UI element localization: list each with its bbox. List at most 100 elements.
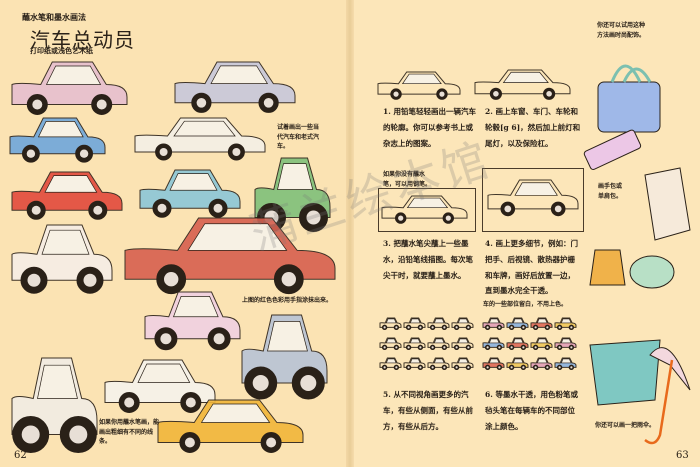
caption-dip-pen: 如果你用蘸水笔画，能画出粗细有不同的线条。 (99, 419, 160, 446)
small-car-b-1-0-window (488, 338, 500, 344)
small-car-a-1-0-window (385, 338, 397, 344)
car-sketch-8-hub-1 (83, 273, 97, 287)
small-car-b-2-0-window (488, 358, 500, 364)
small-car-b-2-3-window (560, 358, 572, 364)
car-sketch-4-window (173, 120, 236, 137)
small-car-a-2-2-window (433, 358, 445, 364)
step-car-outline-2-window (502, 71, 549, 83)
step-3: 3. 把蘸水笔尖蘸上一些墨水，沿铅笔线描图。每次笔尖干时，就要蘸上墨水。 (383, 239, 473, 280)
step-car-outline-1-hub-1 (439, 91, 445, 97)
caption-cars: 试着画出一些当代汽车和老式汽车。 (277, 124, 320, 151)
small-car-a-2-0 (379, 357, 402, 368)
small-car-b-0-3-hub-1 (570, 326, 573, 329)
step-car-outline-4-window (514, 182, 558, 196)
step-1: 1. 用铅笔轻轻画出一辆汽车的轮廓。你可以参考书上或杂志上的图案。 (383, 107, 476, 148)
small-car-a-1-2-hub-1 (443, 346, 446, 349)
car-sketch-13-hub-1 (185, 397, 196, 408)
small-car-b-1-1-hub-1 (522, 346, 525, 349)
car-sketch-14-hub-0 (184, 437, 195, 448)
small-car-b-0-2-window (536, 318, 548, 324)
small-car-b-0-0-hub-1 (498, 326, 501, 329)
small-car-b-0-3-hub-0 (558, 326, 561, 329)
small-car-a-2-3-hub-1 (467, 366, 470, 369)
small-car-b-0-3-window (560, 318, 572, 324)
step-car-outline-3-hub-1 (445, 215, 451, 221)
car-sketch-2-hub-0 (196, 98, 207, 108)
car-sketch-5-hub-1 (93, 205, 103, 215)
car-sketch-6-window (169, 173, 218, 191)
car-sketch-1-window (45, 65, 102, 85)
car-sketch-5-window (44, 175, 98, 193)
car-sketch-12-hub-0 (21, 425, 40, 444)
small-car-a-0-3-hub-0 (455, 326, 458, 329)
small-car-b-2-0-hub-0 (486, 366, 489, 369)
small-car-b-0-1-hub-1 (522, 326, 525, 329)
small-car-a-2-3-hub-0 (455, 366, 458, 369)
small-car-b-1-3-window (560, 338, 572, 344)
small-car-a-0-2 (427, 317, 450, 328)
car-sketch-3-hub-1 (79, 149, 89, 158)
small-car-b-1-1-window (512, 338, 524, 344)
car-sketch-9-hub-0 (164, 272, 179, 287)
round-bag-icon (629, 255, 675, 289)
small-car-a-1-3-hub-1 (467, 346, 470, 349)
car-sketch-7-hub-1 (306, 210, 321, 225)
car-sketch-1-hub-0 (32, 99, 43, 110)
step-car-outline-4-hub-0 (504, 205, 512, 213)
small-car-a-2-0-window (385, 358, 397, 364)
small-car-a-1-1-hub-1 (419, 346, 422, 349)
small-car-a-2-0-hub-0 (383, 366, 386, 369)
small-car-a-1-1-hub-0 (407, 346, 410, 349)
umbrella-handle (644, 359, 674, 445)
small-car-a-0-1 (403, 317, 426, 328)
caption-bags: 画手包或单肩包。 (598, 183, 623, 200)
small-car-a-2-1-window (409, 358, 421, 364)
page-title: 汽车总动员 (30, 28, 135, 52)
small-car-b-1-3-hub-1 (570, 346, 573, 349)
small-car-a-1-2 (427, 337, 450, 348)
car-sketch-8-window (41, 229, 90, 255)
step-6: 6. 等墨水干透，用色粉笔或毡头笔在每辆车的不同部位涂上颜色。 (485, 390, 578, 431)
caption-accessories: 你还可以试用这种方法画时尚配饰。 (597, 22, 646, 39)
small-car-b-2-3-hub-1 (570, 366, 573, 369)
shoulder-bag-icon (644, 167, 691, 241)
car-sketch-7-window (277, 163, 314, 190)
page-number-left: 62 (14, 450, 27, 461)
umbrella-icon (649, 347, 691, 391)
example-sketch-frame-2 (482, 168, 584, 232)
small-car-a-2-2-hub-1 (443, 366, 446, 369)
small-car-b-0-2-hub-0 (534, 326, 537, 329)
small-car-b-1-0-hub-0 (486, 346, 489, 349)
car-sketch-14-hub-1 (266, 437, 277, 448)
small-car-b-2-2-hub-1 (546, 366, 549, 369)
small-car-a-0-1-hub-0 (407, 326, 410, 329)
small-car-b-0-1-hub-0 (510, 326, 513, 329)
tote-bag-handle (610, 64, 652, 83)
small-car-b-1-0-hub-1 (498, 346, 501, 349)
car-sketch-6-hub-0 (157, 203, 167, 213)
caption-white-parts: 车的一些部位留白，不用上色。 (483, 301, 568, 308)
small-car-a-2-2 (427, 357, 450, 368)
small-car-a-0-1-window (409, 318, 421, 324)
car-sketch-10-hub-0 (160, 333, 172, 345)
small-car-b-2-2-window (536, 358, 548, 364)
small-car-b-1-2-hub-0 (534, 346, 537, 349)
small-car-a-2-3 (451, 357, 474, 368)
car-sketch-10-hub-1 (213, 333, 225, 345)
small-car-b-1-2-window (536, 338, 548, 344)
small-car-a-0-0-hub-1 (395, 326, 398, 329)
car-sketch-5-hub-0 (31, 205, 41, 215)
small-car-a-2-3-window (457, 358, 469, 364)
pouch-icon (589, 249, 626, 286)
small-car-b-2-1-hub-1 (522, 366, 525, 369)
small-car-b-2-1-window (512, 358, 524, 364)
car-sketch-13-hub-0 (124, 397, 135, 408)
small-car-a-0-0-window (385, 318, 397, 324)
car-sketch-9-window (187, 223, 288, 251)
small-car-b-0-0-window (488, 318, 500, 324)
step-car-outline-1 (377, 71, 461, 95)
small-car-b-2-1-hub-0 (510, 366, 513, 369)
small-car-b-1-3-hub-0 (558, 346, 561, 349)
small-car-a-1-0-hub-0 (383, 346, 386, 349)
